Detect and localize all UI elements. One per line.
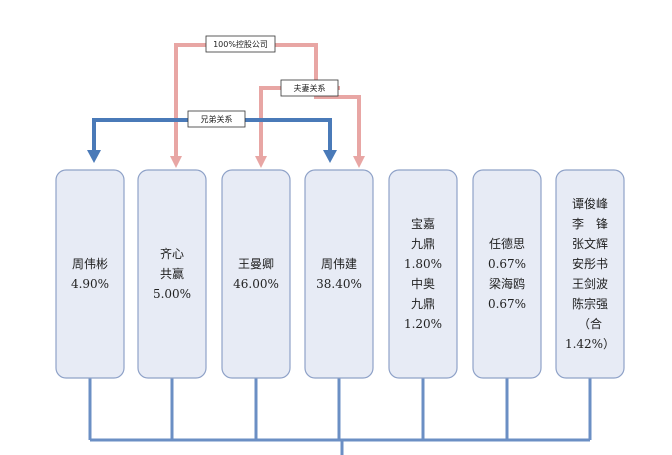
shareholder-bus xyxy=(88,378,592,455)
shareholder-line: 任德思 xyxy=(489,236,525,251)
shareholder-box: 任德思 0.67% 梁海鸥 0.67% xyxy=(472,169,542,379)
shareholder-line: 共赢 xyxy=(160,266,184,281)
arrow-head-qixin xyxy=(170,156,182,168)
shareholder-line: 九鼎 xyxy=(411,297,435,311)
shareholder-line: 宝嘉 xyxy=(411,217,435,231)
arrow-head-wangmanqing xyxy=(255,156,267,168)
shareholder-line: 李 锋 xyxy=(572,216,608,231)
shareholder-line: 陈宗强 xyxy=(572,296,608,311)
shareholder-line: 1.42%） xyxy=(565,337,615,351)
shareholder-line: 张文辉 xyxy=(572,236,608,251)
shareholder-box-shape xyxy=(388,169,458,379)
shareholder-line: 梁海鸥 xyxy=(489,276,525,291)
svg-text:夫妻关系: 夫妻关系 xyxy=(294,83,326,93)
shareholder-line: 1.80% xyxy=(404,257,442,271)
svg-text:兄弟关系: 兄弟关系 xyxy=(201,114,233,124)
shareholder-line: 4.90% xyxy=(71,277,109,291)
shareholder-box: 周伟彬 4.90% xyxy=(55,169,125,379)
arrow-head-zhouweijian-pink xyxy=(353,156,365,168)
shareholder-line: （合 xyxy=(578,316,602,331)
shareholder-box: 王曼卿 46.00% xyxy=(221,169,291,379)
shareholder-line: 周伟彬 xyxy=(72,257,108,271)
arrow-head-zhouweijian-blue xyxy=(323,150,337,163)
shareholder-line: 中奥 xyxy=(411,276,435,291)
shareholder-line: 1.20% xyxy=(404,317,442,331)
shareholder-box-shape xyxy=(55,169,125,379)
shareholder-line: 王剑波 xyxy=(572,276,608,291)
holding-label: 100%控股公司 xyxy=(205,35,276,53)
shareholder-line: 46.00% xyxy=(233,277,279,291)
shareholder-box-shape xyxy=(221,169,291,379)
spouse-label: 夫妻关系 xyxy=(280,79,339,97)
shareholder-line: 0.67% xyxy=(488,257,526,271)
shareholder-line: 九鼎 xyxy=(411,237,435,251)
arrow-head-zhouweibin xyxy=(87,150,101,163)
shareholder-box: 周伟建 38.40% xyxy=(304,169,374,379)
shareholder-box-shape xyxy=(472,169,542,379)
shareholder-line: 谭俊峰 xyxy=(572,196,608,211)
shareholder-box-shape xyxy=(555,169,625,379)
shareholder-line: 38.40% xyxy=(316,277,362,291)
shareholder-line: 周伟建 xyxy=(321,257,357,271)
shareholder-box-shape xyxy=(304,169,374,379)
shareholder-line: 0.67% xyxy=(488,297,526,311)
shareholder-line: 5.00% xyxy=(153,287,191,301)
shareholder-line: 王曼卿 xyxy=(238,257,274,271)
shareholder-box-shape xyxy=(137,169,207,379)
svg-text:100%控股公司: 100%控股公司 xyxy=(213,39,268,49)
shareholder-line: 齐心 xyxy=(160,246,184,261)
brother-label: 兄弟关系 xyxy=(187,110,246,128)
shareholder-line: 安彤书 xyxy=(572,256,608,271)
